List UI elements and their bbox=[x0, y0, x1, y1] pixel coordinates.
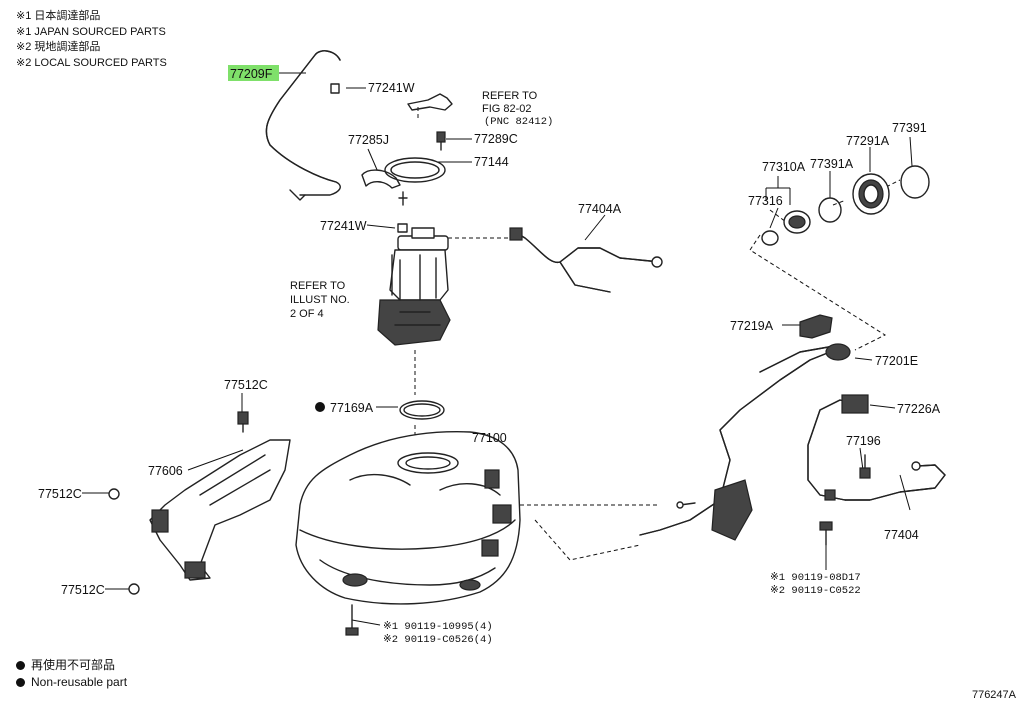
fuel-cap-77310A bbox=[783, 210, 811, 234]
label-77289C: 77289C bbox=[474, 132, 518, 146]
label-77226A: 77226A bbox=[897, 402, 941, 416]
note-local-en: ※2 LOCAL SOURCED PARTS bbox=[16, 56, 167, 69]
clip-77512C-lower bbox=[128, 583, 140, 595]
gasket-77391 bbox=[900, 165, 930, 199]
label-77209F: 77209F bbox=[230, 67, 273, 81]
clip-77512C-upper bbox=[237, 411, 249, 433]
cover-77219A bbox=[799, 314, 833, 339]
bolt-filler-jp: ※1 90119-08D17 bbox=[770, 572, 861, 584]
protector-77606 bbox=[149, 439, 291, 581]
legend: 再使用不可部品 Non-reusable part bbox=[16, 657, 127, 691]
tank-bolt bbox=[345, 604, 359, 636]
refer-fig-line2: FIG 82-02 bbox=[482, 103, 532, 115]
refer-illust-line1: REFER TO bbox=[290, 280, 346, 292]
highlight-77209F bbox=[228, 65, 279, 81]
retainer-ring-77144 bbox=[384, 157, 446, 183]
filler-bolt bbox=[819, 521, 833, 546]
note-local-jp: ※2 現地調達部品 bbox=[16, 41, 101, 53]
clip-77241W-top bbox=[330, 83, 340, 94]
label-77391A: 77391A bbox=[810, 157, 854, 171]
clip-77241W-lower bbox=[397, 223, 408, 233]
label-77144: 77144 bbox=[474, 155, 509, 169]
refer-fig-line1: REFER TO bbox=[482, 90, 538, 102]
illustration-id: 776247A bbox=[971, 689, 1016, 701]
label-77316: 77316 bbox=[748, 194, 783, 208]
refer-illust-line3: 2 OF 4 bbox=[290, 308, 324, 320]
clip-77196 bbox=[859, 454, 871, 479]
label-77285J: 77285J bbox=[348, 133, 389, 147]
label-77201E: 77201E bbox=[875, 354, 918, 368]
legend-item-en: Non-reusable part bbox=[16, 674, 127, 691]
label-77512C-lower: 77512C bbox=[61, 583, 105, 597]
refer-fig-line3: (PNC 82412) bbox=[484, 116, 553, 128]
non-reusable-dot-icon bbox=[16, 678, 25, 687]
clip-77512C-left bbox=[108, 488, 120, 500]
note-japan-en: ※1 JAPAN SOURCED PARTS bbox=[16, 25, 166, 38]
label-77169A: 77169A bbox=[330, 401, 374, 415]
legend-text-jp: 再使用不可部品 bbox=[31, 658, 116, 672]
filler-pipe-77201E bbox=[639, 343, 851, 541]
hose-77404 bbox=[824, 461, 946, 501]
label-77404: 77404 bbox=[884, 528, 919, 542]
label-77100: 77100 bbox=[472, 431, 507, 445]
bolt-tank-local: ※2 90119-C0526(4) bbox=[383, 634, 493, 646]
refer-illust-line2: ILLUST NO. bbox=[290, 294, 350, 306]
note-japan-jp: ※1 日本調達部品 bbox=[16, 10, 101, 22]
label-77241W-top: 77241W bbox=[368, 81, 415, 95]
filler-neck-77291A bbox=[852, 173, 890, 215]
source-notes: ※1 日本調達部品 ※1 JAPAN SOURCED PARTS ※2 現地調達… bbox=[16, 9, 167, 71]
fuel-pump-module bbox=[377, 227, 451, 346]
leader-lines bbox=[82, 72, 913, 626]
label-77219A: 77219A bbox=[730, 319, 774, 333]
hose-77404A bbox=[509, 227, 663, 293]
screw-77289C bbox=[436, 131, 446, 151]
label-77391: 77391 bbox=[892, 121, 927, 135]
label-77606: 77606 bbox=[148, 464, 183, 478]
label-77291A: 77291A bbox=[846, 134, 890, 148]
fuel-tank-77100 bbox=[295, 431, 521, 605]
bolt-tank-jp: ※1 90119-10995(4) bbox=[383, 621, 493, 633]
bolt-filler-local: ※2 90119-C0522 bbox=[770, 585, 861, 597]
label-77404A: 77404A bbox=[578, 202, 622, 216]
label-77310A: 77310A bbox=[762, 160, 806, 174]
non-reusable-dot-icon bbox=[16, 661, 25, 670]
legend-item-jp: 再使用不可部品 bbox=[16, 657, 127, 674]
clamp-77285J bbox=[361, 169, 401, 189]
label-77512C-left: 77512C bbox=[38, 487, 82, 501]
legend-text-en: Non-reusable part bbox=[31, 675, 128, 689]
label-77241W-lower: 77241W bbox=[320, 219, 367, 233]
bracket-fig-82-02 bbox=[407, 93, 453, 111]
gasket-77169A bbox=[399, 400, 445, 420]
non-reusable-marker-77169A bbox=[315, 402, 325, 412]
breather-hose-77226A bbox=[807, 394, 869, 501]
o-ring-77316 bbox=[761, 230, 779, 246]
label-77196: 77196 bbox=[846, 434, 881, 448]
label-77512C-upper: 77512C bbox=[224, 378, 268, 392]
gasket-77391A bbox=[818, 197, 842, 223]
